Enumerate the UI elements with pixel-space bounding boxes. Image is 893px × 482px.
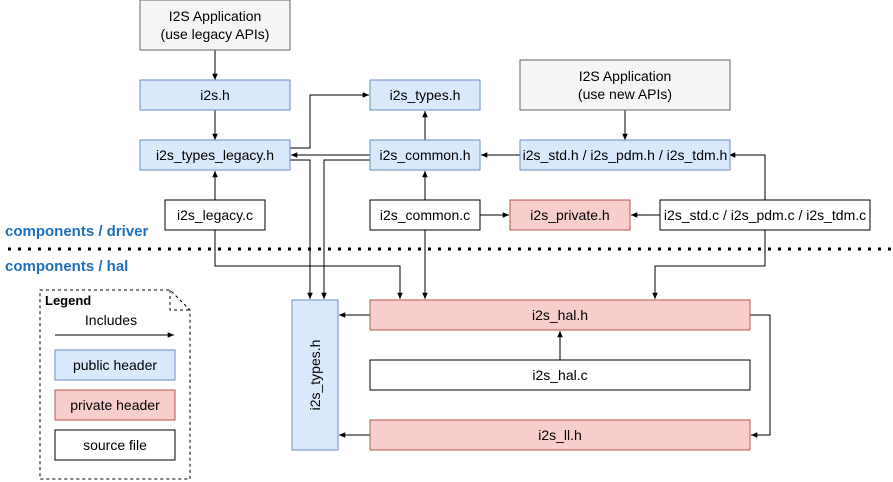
node-app-legacy[interactable]: I2S Application (use legacy APIs) [139,0,291,51]
node-i2s-hal-c-label: i2s_hal.c [532,367,587,383]
node-i2s-common-h[interactable]: i2s_common.h [369,139,481,171]
edge-common-h-to-hal-types [321,159,370,299]
node-i2s-types-legacy-h-label: i2s_types_legacy.h [156,147,274,163]
node-i2s-types-legacy-h[interactable]: i2s_types_legacy.h [139,139,291,171]
node-i2s-h[interactable]: i2s.h [139,79,291,111]
edge-std-c-to-std-h [729,152,766,200]
edge-legacy-c-to-hal-h [214,230,403,299]
legend-includes-label: Includes [85,312,137,328]
node-i2s-common-c[interactable]: i2s_common.c [369,199,481,231]
node-i2s-hal-h[interactable]: i2s_hal.h [369,299,751,331]
edge-types-legacy-to-hal-types [290,159,313,299]
legend-public-header-label: public header [73,357,157,373]
edge-types-legacy-to-i2s-types [290,92,369,149]
legend-public-header-swatch [54,349,176,381]
node-i2s-common-h-label: i2s_common.h [379,147,470,163]
node-app-new-line2: (use new APIs) [578,86,672,102]
node-i2s-hal-c[interactable]: i2s_hal.c [369,359,751,391]
legend-private-header-swatch [54,389,176,421]
legend-source-file-label: source file [83,437,147,453]
node-app-legacy-line2: (use legacy APIs) [161,26,270,42]
node-i2s-ll-h[interactable]: i2s_ll.h [369,419,751,451]
edge-hal-h-to-ll-h [750,314,771,438]
node-i2s-private-h-label: i2s_private.h [530,207,609,223]
node-i2s-std-h[interactable]: i2s_std.h / i2s_pdm.h / i2s_tdm.h [519,139,731,171]
legend-source-file-swatch [54,429,176,461]
node-app-new[interactable]: I2S Application (use new APIs) [519,59,731,111]
node-i2s-ll-h-label: i2s_ll.h [538,427,582,443]
zone-label-driver: components / driver [5,223,149,240]
node-i2s-common-c-label: i2s_common.c [380,207,470,223]
node-i2s-legacy-c-label: i2s_legacy.c [177,207,253,223]
node-i2s-std-c[interactable]: i2s_std.c / i2s_pdm.c / i2s_tdm.c [659,199,871,231]
legend-title: Legend [45,293,91,308]
node-i2s-types-h-label: i2s_types.h [390,87,461,103]
node-hal-i2s-types-h-label: i2s_types.h [307,340,323,411]
legend: Legend Includes public header private he… [39,289,191,480]
node-i2s-std-c-label: i2s_std.c / i2s_pdm.c / i2s_tdm.c [664,207,866,223]
node-i2s-std-h-label: i2s_std.h / i2s_pdm.h / i2s_tdm.h [523,147,728,163]
node-i2s-hal-h-label: i2s_hal.h [532,307,588,323]
node-i2s-h-label: i2s.h [200,87,230,103]
edges [212,50,771,438]
node-i2s-legacy-c[interactable]: i2s_legacy.c [164,199,266,231]
node-hal-i2s-types-h[interactable]: i2s_types.h [291,299,339,451]
zone-label-hal: components / hal [5,258,128,275]
node-i2s-types-h[interactable]: i2s_types.h [369,79,481,111]
node-app-legacy-line1: I2S Application [169,8,262,24]
edge-std-c-to-hal-h [652,230,766,299]
node-i2s-private-h[interactable]: i2s_private.h [509,199,631,231]
node-app-new-line1: I2S Application [579,68,672,84]
legend-private-header-label: private header [70,397,160,413]
